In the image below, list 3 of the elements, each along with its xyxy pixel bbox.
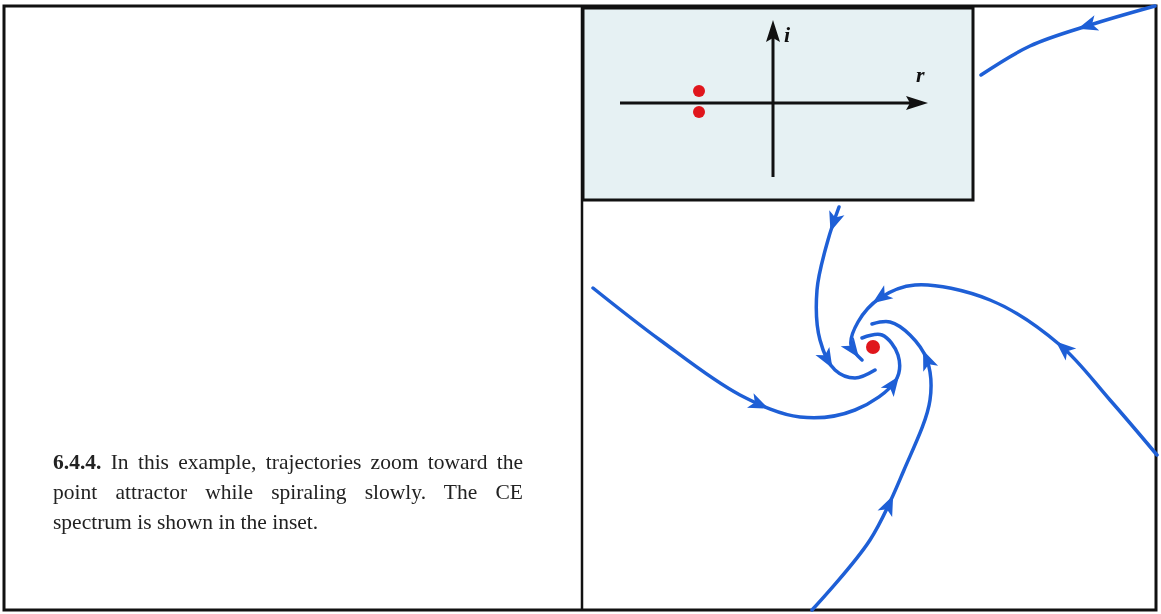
- axis-label: i: [784, 24, 791, 46]
- axis-label: r: [916, 64, 925, 86]
- figure-caption: 6.4.4. In this example, trajectories zoom toward the point attractor while spiraling slowly. The CE spectrum is shown in the inset.: [53, 449, 523, 536]
